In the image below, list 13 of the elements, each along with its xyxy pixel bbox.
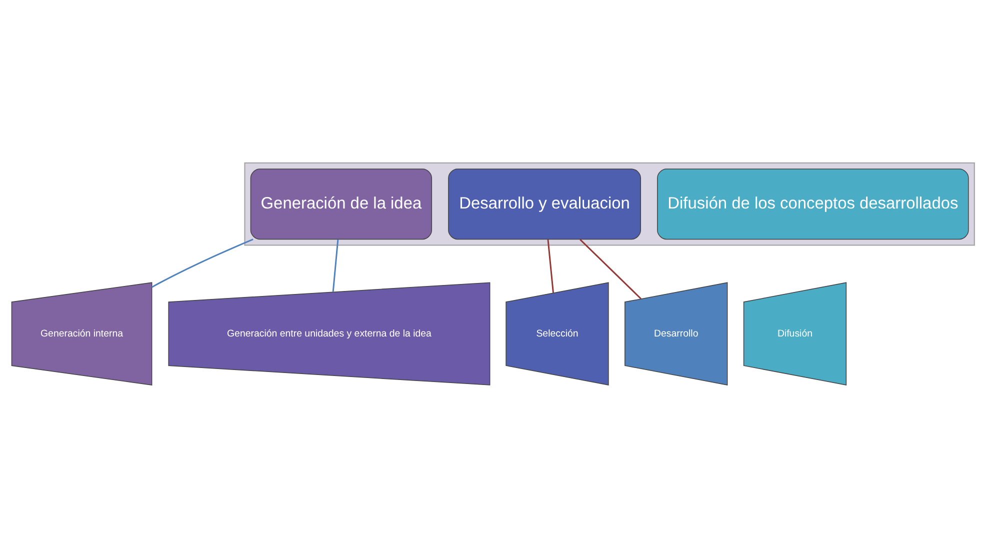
node-box: Desarrollo bbox=[624, 282, 728, 385]
node-box: Generación interna bbox=[11, 282, 152, 385]
connector bbox=[580, 238, 642, 299]
node-box: Desarrollo y evaluacion bbox=[448, 168, 641, 240]
node-box: Generación de la idea bbox=[250, 168, 432, 240]
cluster bbox=[244, 162, 975, 246]
node-box: Difusión bbox=[743, 282, 847, 385]
connector bbox=[151, 238, 254, 288]
node-box: Selección bbox=[506, 282, 609, 385]
connector bbox=[547, 238, 554, 292]
node-box: Difusión de los conceptos desarrollados bbox=[657, 168, 969, 240]
connector bbox=[332, 238, 339, 292]
node-box: Generación entre unidades y externa de la idea bbox=[168, 282, 490, 385]
